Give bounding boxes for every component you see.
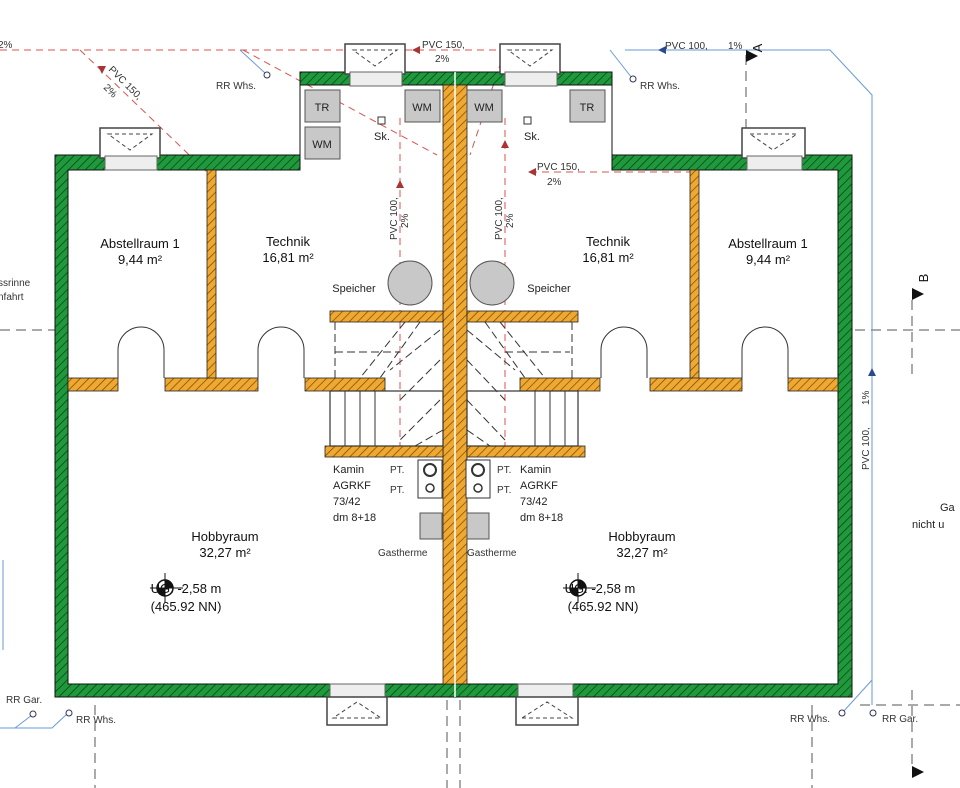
pt-label: PT. xyxy=(497,485,511,496)
washer-box xyxy=(466,89,503,123)
edge-label: ssrinne xyxy=(0,278,31,289)
exterior-walls xyxy=(54,71,853,698)
gas-boiler xyxy=(419,512,443,540)
staircase-left xyxy=(329,321,444,447)
light-wells xyxy=(99,43,806,726)
room-area: 9,44 m² xyxy=(746,252,791,267)
pipe-label: PVC 150, xyxy=(422,40,465,51)
kamin-label: dm 8+18 xyxy=(333,512,376,524)
storage-tank xyxy=(469,260,515,306)
section-marker-a: A xyxy=(746,43,765,62)
window-top-left-2 xyxy=(344,43,406,87)
section-marker-b: B xyxy=(912,274,931,778)
washer-label: WM xyxy=(312,139,332,151)
window-bottom-right xyxy=(515,683,579,726)
level-marker-left: UG. -2,58 m (465.92 NN) xyxy=(150,573,221,614)
sk-label: Sk. xyxy=(374,131,390,143)
storage-tank xyxy=(387,260,433,306)
speicher-label: Speicher xyxy=(527,283,571,295)
staircase-right xyxy=(466,321,579,447)
kamin-label: 73/42 xyxy=(333,496,361,508)
kamin-label: 73/42 xyxy=(520,496,548,508)
room-area: 32,27 m² xyxy=(199,545,251,560)
washer-box-2 xyxy=(404,89,441,123)
room-name: Technik xyxy=(266,234,311,249)
edge-label: Ga xyxy=(940,502,956,514)
room-area: 16,81 m² xyxy=(582,250,634,265)
section-label: A xyxy=(750,43,765,52)
rr-label: RR Whs. xyxy=(640,81,680,92)
room-name: Hobbyraum xyxy=(191,529,258,544)
window-bottom-left xyxy=(326,683,388,726)
kamin-label: Kamin xyxy=(333,464,364,476)
rr-label: RR Gar. xyxy=(6,695,42,706)
pt-label: PT. xyxy=(390,465,404,476)
level-nn-text: (465.92 NN) xyxy=(151,599,222,614)
washer-box xyxy=(304,126,341,160)
pipe-label: PVC 100, xyxy=(861,427,872,470)
section-label: B xyxy=(916,274,931,283)
pipe-label: PVC 100, xyxy=(665,41,708,52)
rr-label: RR Whs. xyxy=(76,715,116,726)
appliances-right: WM TR Sk. Speicher PT. PT. Gastherme Kam… xyxy=(465,89,606,559)
appliances-left: TR WM WM Sk. Speicher PT. PT. Gastherme … xyxy=(304,89,443,559)
pipe-label: PVC 100, xyxy=(494,197,505,240)
kamin-label: Kamin xyxy=(520,464,551,476)
pipe-label: 2% xyxy=(0,40,13,51)
kamin-label: dm 8+18 xyxy=(520,512,563,524)
pipe-label: 2% xyxy=(435,54,450,65)
edge-text: ssrinne nfahrt Ga nicht u xyxy=(0,278,956,531)
window-top-left-1 xyxy=(99,127,161,171)
edge-label: nicht u xyxy=(912,519,944,531)
gastherme-label: Gastherme xyxy=(378,548,428,559)
interior-walls xyxy=(67,72,839,697)
gas-boiler xyxy=(466,512,490,540)
kamin-label: AGRKF xyxy=(333,480,371,492)
gastherme-label: Gastherme xyxy=(467,548,517,559)
pipe-label: 1% xyxy=(861,390,872,405)
sk-label: Sk. xyxy=(524,131,540,143)
rain-pipes xyxy=(0,46,877,729)
pt-label: PT. xyxy=(497,465,511,476)
room-name: Abstellraum 1 xyxy=(100,236,179,251)
window-top-right-2 xyxy=(499,43,561,87)
dryer-label: TR xyxy=(580,102,595,114)
level-text: UG. -2,58 m xyxy=(151,581,222,596)
room-labels: Abstellraum 1 9,44 m² Technik 16,81 m² H… xyxy=(100,234,807,560)
room-area: 16,81 m² xyxy=(262,250,314,265)
rr-label: RR Whs. xyxy=(790,714,830,725)
pipe-labels: 2% PVC 150, 2% PVC 150, 2% PVC 100, 1% P… xyxy=(0,40,918,726)
washer-label-2: WM xyxy=(412,102,432,114)
dryer-box xyxy=(304,89,341,123)
room-name: Abstellraum 1 xyxy=(728,236,807,251)
washer-label: WM xyxy=(474,102,494,114)
room-name: Hobbyraum xyxy=(608,529,675,544)
edge-label: nfahrt xyxy=(0,292,24,303)
pipe-label: PVC 150, xyxy=(537,162,580,173)
room-area: 9,44 m² xyxy=(118,252,163,267)
room-name: Technik xyxy=(586,234,631,249)
speicher-label: Speicher xyxy=(332,283,376,295)
doors xyxy=(117,326,789,378)
window-top-right-1 xyxy=(741,127,806,171)
room-area: 32,27 m² xyxy=(616,545,668,560)
pt-label: PT. xyxy=(390,485,404,496)
level-text: UG. -2,58 m xyxy=(565,581,636,596)
pipe-label: 1% xyxy=(728,41,743,52)
rr-label: RR Gar. xyxy=(882,714,918,725)
dryer-box xyxy=(569,89,606,123)
kamin-label: AGRKF xyxy=(520,480,558,492)
pipe-label: PVC 100, xyxy=(389,197,400,240)
dryer-label: TR xyxy=(315,102,330,114)
pipe-label: 2% xyxy=(505,213,516,228)
level-marker-right: UG. -2,58 m (465.92 NN) xyxy=(563,573,638,614)
pipe-label: 2% xyxy=(400,213,411,228)
rr-label: RR Whs. xyxy=(216,81,256,92)
level-nn-text: (465.92 NN) xyxy=(568,599,639,614)
axis-lines xyxy=(0,55,960,788)
pipe-label: 2% xyxy=(547,177,562,188)
